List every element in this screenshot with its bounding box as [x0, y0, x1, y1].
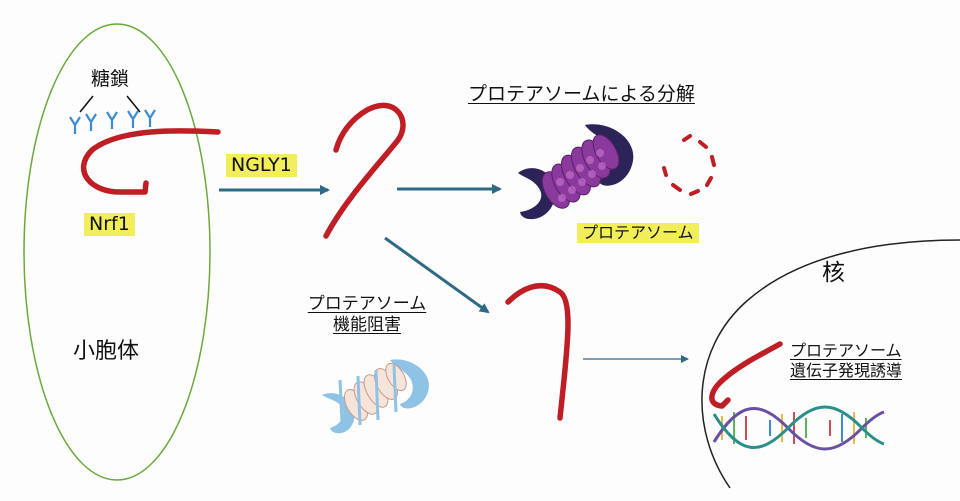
processed-nrf1: [505, 282, 571, 421]
vesicle-membrane: [23, 23, 211, 481]
proteasome-icon: [518, 124, 634, 220]
nrf1-label: Nrf1: [84, 213, 135, 236]
sugar-chain-label: 糖鎖: [91, 68, 130, 90]
inhibition-line2: 機能阻害: [333, 315, 401, 336]
induction-line1: プロテアソーム: [790, 341, 902, 360]
sugar-chain-y-icon: [69, 109, 156, 134]
sugar-chain-pointer: [79, 95, 141, 113]
inhibited-proteasome-icon: [322, 359, 429, 434]
inhibition-line1: プロテアソーム: [307, 294, 427, 314]
proteasome-label: プロテアソーム: [577, 223, 699, 243]
nuclear-nrf1: [709, 341, 783, 409]
ngly1-label: NGLY1: [226, 154, 297, 177]
inhibition-label: プロテアソーム 機能阻害: [282, 294, 452, 337]
degraded-fragments: [662, 134, 716, 196]
vesicle-label: 小胞体: [73, 339, 140, 364]
induction-label: プロテアソーム 遺伝子発現誘導: [790, 341, 940, 381]
nucleus-membrane: [701, 239, 960, 489]
deglycosylated-nrf1: [323, 102, 406, 239]
processing-arrow: [384, 236, 490, 314]
nrf1-protein: [80, 128, 221, 195]
nucleus-label: 核: [822, 260, 845, 286]
dna-double-helix-icon: [712, 405, 885, 451]
induction-line2: 遺伝子発現誘導: [790, 361, 903, 380]
degradation-title: プロテアソームによる分解: [468, 83, 695, 105]
